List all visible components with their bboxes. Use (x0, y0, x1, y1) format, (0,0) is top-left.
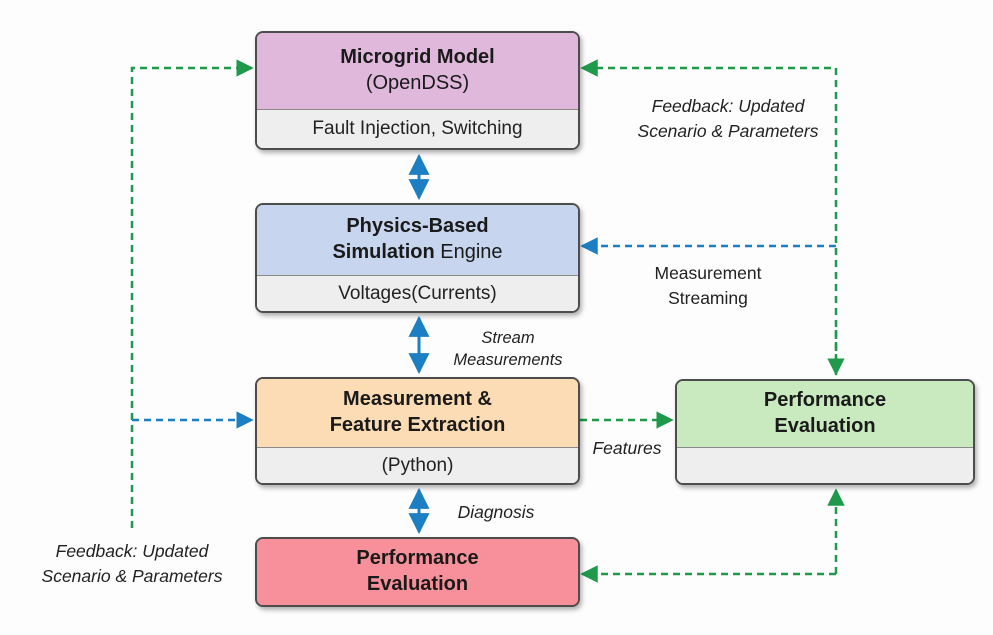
feedback-left-line1: Feedback: Updated (55, 541, 209, 561)
stream-measurements-label: Stream Measurements (433, 327, 583, 372)
measurement-title-line2: Feature Extraction (329, 414, 506, 436)
physics-engine-title-line1: Physics-Based (346, 215, 489, 238)
stream-measurements-line1: Stream (481, 329, 535, 347)
measurement-streaming-label: Measurement Streaming (618, 261, 798, 312)
physics-engine-title-bold: Simulation (332, 241, 435, 263)
microgrid-model-header: Microgrid Model (OpenDSS) (257, 33, 578, 109)
physics-engine-box: Physics-Based Simulation Engine Voltages… (255, 203, 580, 313)
physics-engine-title-line2: Simulation Engine (332, 240, 502, 266)
performance-evaluation-bottom-title-line1: Performance (356, 547, 479, 570)
arrow-feedback-left (130, 59, 254, 528)
feedback-right-label: Feedback: Updated Scenario & Parameters (610, 94, 846, 145)
performance-evaluation-right-title-line1: Performance (763, 389, 887, 412)
stream-measurements-line2: Measurements (453, 351, 563, 370)
performance-evaluation-bottom-box: Performance Evaluation (255, 537, 580, 607)
diagnosis-label: Diagnosis (457, 502, 535, 522)
physics-engine-footer: Voltages(Currents) (257, 275, 578, 311)
measurement-header: Measurement & Feature Extraction (257, 379, 578, 447)
microgrid-model-footer: Fault Injection, Switching (257, 109, 578, 148)
feedback-right-line1: Feedback: Updated (651, 96, 805, 116)
arrow-feedback-right (580, 59, 838, 375)
physics-engine-title-regular: Engine (434, 241, 503, 263)
microgrid-model-subtitle: (OpenDSS) (365, 72, 470, 94)
feedback-left-line2: Scenario & Parameters (41, 566, 223, 587)
measurement-footer: (Python) (257, 447, 578, 483)
features-label: Features (592, 438, 662, 458)
performance-evaluation-bottom-header: Performance Evaluation (257, 539, 578, 605)
feedback-right-line2: Scenario & Parameters (637, 121, 819, 142)
performance-evaluation-right-title-line2: Evaluation (774, 415, 876, 437)
microgrid-model-box: Microgrid Model (OpenDSS) Fault Injectio… (255, 31, 580, 150)
measurement-streaming-line1: Measurement (654, 263, 762, 283)
measurement-title-line1: Measurement & (343, 388, 492, 411)
physics-engine-header: Physics-Based Simulation Engine (257, 205, 578, 275)
performance-evaluation-right-header: Performance Evaluation (677, 381, 973, 447)
measurement-box: Measurement & Feature Extraction (Python… (255, 377, 580, 485)
feedback-left-label: Feedback: Updated Scenario & Parameters (16, 539, 248, 590)
measurement-streaming-line2: Streaming (668, 288, 748, 309)
performance-evaluation-right-footer (677, 447, 973, 483)
performance-evaluation-right-box: Performance Evaluation (675, 379, 975, 485)
microgrid-model-title: Microgrid Model (340, 46, 495, 69)
performance-evaluation-bottom-title-line2: Evaluation (366, 573, 469, 595)
